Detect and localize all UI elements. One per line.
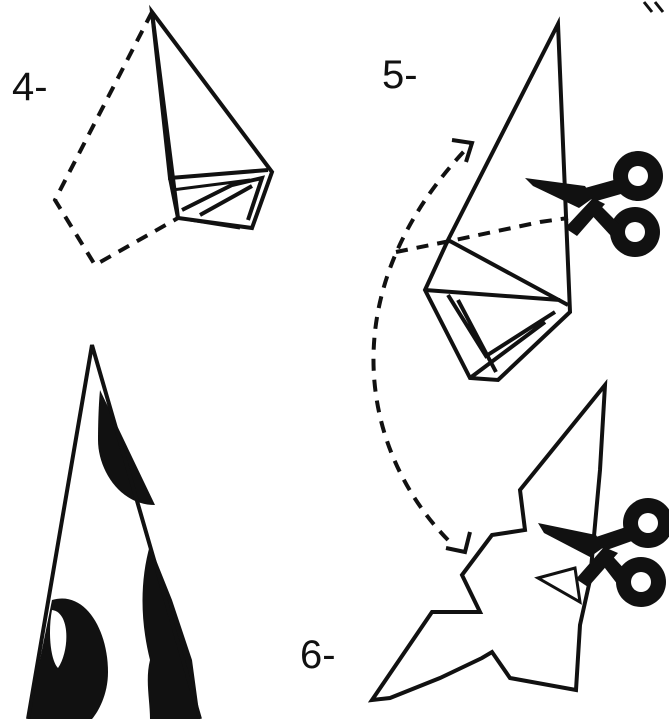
step-5: 5- [373,24,663,540]
unfolded-result [28,345,200,719]
step-4: 4- [12,12,272,265]
scissors-icon [525,151,663,257]
result-dark-upper [98,390,155,505]
step-4-dashed-outline [55,12,178,265]
step-4-label: 4- [12,65,48,109]
corner-mark [644,2,663,12]
step-5-label: 5- [382,53,418,97]
step-5-curved-arrow [373,145,470,540]
step-6: 6- [300,385,669,700]
step-6-arrow-head [446,532,470,552]
step-5-cut-line [396,218,568,252]
step-6-label: 6- [300,633,336,677]
step-6-inner-fold [538,568,580,602]
step-5-fold-lines [425,240,568,378]
step-5-folded-cone [425,24,570,380]
